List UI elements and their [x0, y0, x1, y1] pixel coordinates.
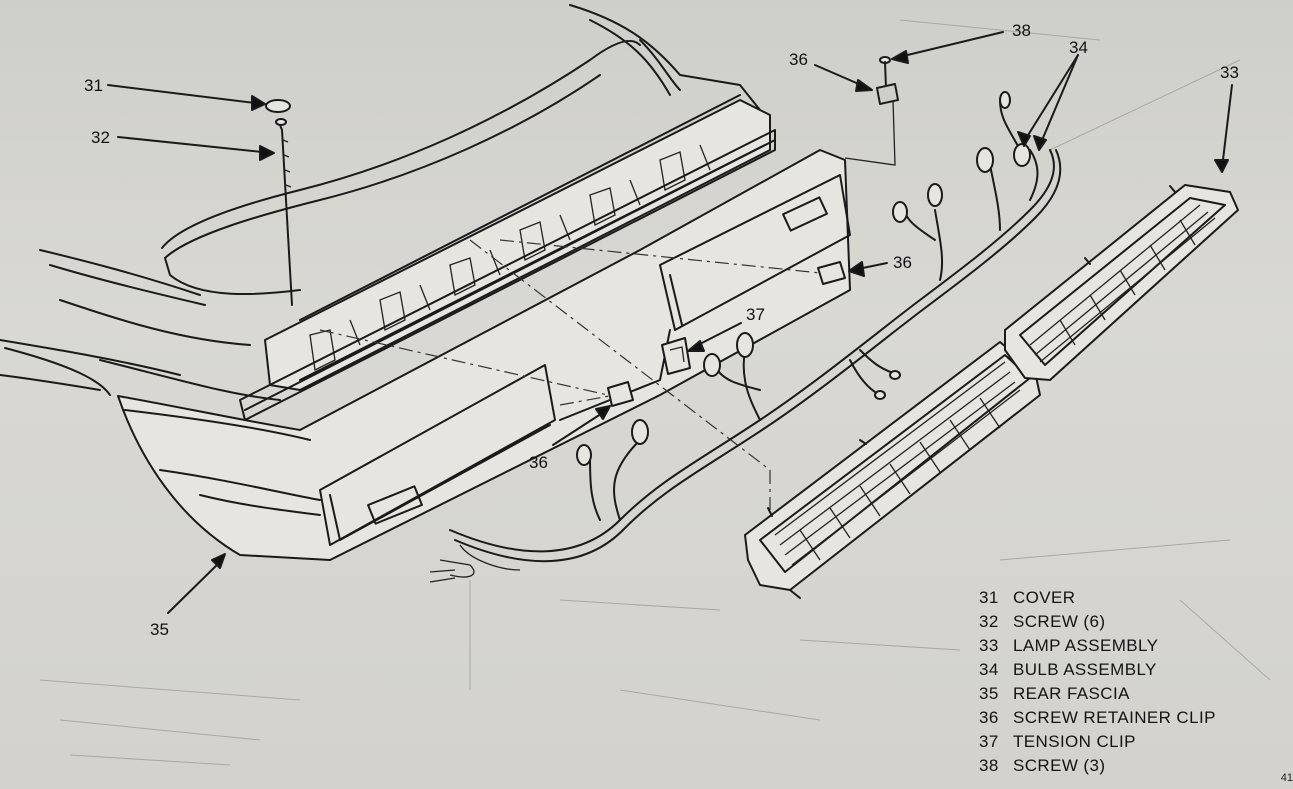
- lamp-assembly-33-right: [1004, 184, 1239, 381]
- callout-35: 35: [150, 620, 169, 639]
- callout-36-top: 36: [789, 50, 808, 69]
- car-body-rear: [0, 4, 776, 421]
- alignment-lines: [319, 99, 896, 510]
- callout-33: 33: [1220, 63, 1239, 82]
- wiring-harness: [429, 91, 1062, 583]
- retainer-clip-36-right: [817, 261, 846, 285]
- cover-31: [265, 99, 291, 113]
- callout-31: 31: [84, 76, 103, 95]
- tension-clip-37: [661, 337, 691, 375]
- callout-37: 37: [746, 305, 765, 324]
- callout-32: 32: [91, 128, 110, 147]
- callout-36-right: 36: [893, 253, 912, 272]
- retainer-clip-36-lower: [607, 381, 634, 407]
- screw-38: [876, 56, 899, 105]
- callout-labels: 31 32 33 34 35 36 36 36 37 38: [84, 21, 1239, 639]
- background-bleed-lines: [39, 19, 1271, 766]
- leader-lines: [107, 31, 1233, 614]
- page-number: 41: [1280, 772, 1293, 784]
- callout-36-lower: 36: [529, 453, 548, 472]
- callout-38: 38: [1012, 21, 1031, 40]
- screw-32: [275, 118, 293, 306]
- callout-34: 34: [1069, 38, 1088, 57]
- lamp-assembly-33-left: [744, 341, 1041, 599]
